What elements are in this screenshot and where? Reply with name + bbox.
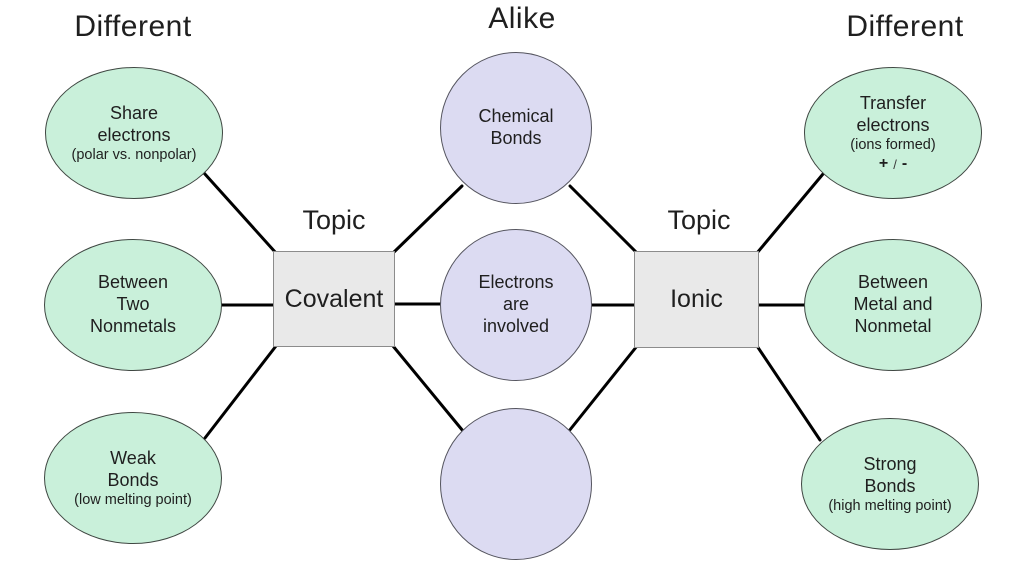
bubble-transfer-electrons-title: Transfer electrons (856, 92, 930, 135)
bubble-transfer-electrons: Transfer electrons (ions formed) + / - (804, 67, 982, 199)
plus-sign: + (878, 155, 889, 173)
bubble-electrons-involved: Electrons are involved (440, 229, 592, 381)
connector-ionic-strong (755, 344, 822, 442)
connector-chemical-ionic (568, 184, 639, 255)
bubble-chemical-bonds: Chemical Bonds (440, 52, 592, 204)
bubble-strong-bonds: Strong Bonds (high melting point) (801, 418, 979, 550)
topic-box-ionic-label: Ionic (670, 285, 723, 313)
bubble-between-metal-nonmetal-title: Between Metal and Nonmetal (853, 272, 933, 336)
bubble-weak-bonds-note: (low melting point) (74, 491, 192, 508)
topic-box-ionic: Ionic (634, 251, 759, 348)
bubble-transfer-electrons-signs: + / - (879, 155, 907, 173)
bubble-between-two-nonmetals: Between Two Nonmetals (44, 239, 222, 371)
connector-covalent-blank (391, 344, 465, 433)
heading-different-left: Different (74, 10, 192, 43)
bubble-share-electrons-title: Share electrons (97, 102, 171, 145)
bubble-strong-bonds-title: Strong Bonds (863, 453, 917, 496)
connector-weak-covalent (203, 344, 278, 440)
connector-covalent-chemical (391, 184, 464, 255)
bubble-weak-bonds-title: Weak Bonds (107, 447, 159, 490)
bubble-weak-bonds: Weak Bonds (low melting point) (44, 412, 222, 544)
bubble-blank-similarity (440, 408, 592, 560)
heading-different-right: Different (846, 10, 964, 43)
bubble-chemical-bonds-title: Chemical Bonds (478, 106, 554, 148)
heading-alike: Alike (488, 2, 556, 35)
connector-blank-ionic (567, 344, 639, 433)
slash-separator: / (893, 156, 897, 172)
topic-label-ionic: Topic (667, 205, 731, 235)
minus-sign: - (901, 155, 908, 173)
topic-box-covalent: Covalent (273, 251, 395, 347)
bubble-share-electrons-note: (polar vs. nonpolar) (71, 146, 197, 163)
bubble-strong-bonds-note: (high melting point) (828, 497, 952, 514)
bubble-between-two-nonmetals-title: Between Two Nonmetals (89, 272, 177, 336)
bubble-transfer-electrons-note: (ions formed) (850, 136, 936, 153)
bubble-between-metal-nonmetal: Between Metal and Nonmetal (804, 239, 982, 371)
connector-share-covalent (202, 171, 278, 255)
connector-ionic-transfer (755, 172, 825, 255)
bubble-electrons-involved-title: Electrons are involved (478, 272, 554, 336)
topic-box-covalent-label: Covalent (284, 284, 384, 313)
bubble-share-electrons: Share electrons (polar vs. nonpolar) (45, 67, 223, 199)
topic-label-covalent: Topic (302, 205, 366, 235)
